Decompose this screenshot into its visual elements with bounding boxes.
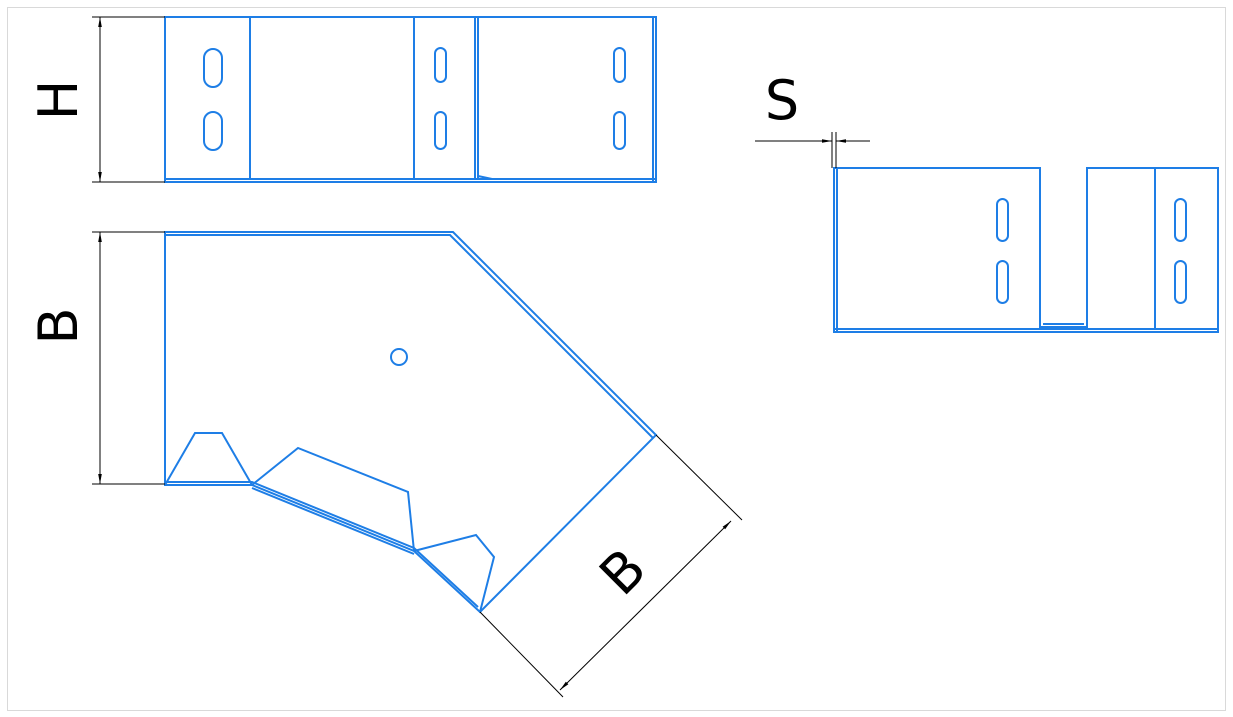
- end-view: [833, 167, 1219, 333]
- mounting-slot: [996, 198, 1009, 242]
- side-view: [164, 16, 657, 183]
- plan-view-tab: [251, 446, 415, 552]
- dimension-height: H: [27, 16, 165, 183]
- side-view-fold: [477, 175, 493, 180]
- mounting-slot: [434, 47, 447, 83]
- extension-line: [655, 434, 743, 521]
- mounting-slot: [613, 111, 626, 150]
- plan-view-outline: [164, 231, 658, 614]
- dimension-label-b-diagonal: B: [588, 537, 659, 608]
- mounting-slot: [613, 47, 626, 83]
- dimension-thickness: S: [755, 69, 870, 168]
- mounting-slot: [434, 111, 447, 150]
- dimension-width-diagonal: B: [479, 434, 743, 698]
- dimension-width: B: [27, 231, 165, 485]
- plan-view-flange-edge: [251, 487, 415, 555]
- plan-view-top-inner-edge: [165, 234, 654, 439]
- extension-line: [479, 611, 564, 698]
- center-hole: [390, 348, 408, 366]
- mounting-slot: [203, 111, 223, 151]
- side-view-outline: [164, 16, 657, 183]
- plan-view-tab: [413, 533, 496, 613]
- plan-view-flange-edge: [165, 481, 479, 608]
- dimension-line: [559, 520, 732, 691]
- end-view-outline: [833, 167, 1219, 333]
- plan-view: [164, 231, 658, 614]
- dimension-label-h: H: [27, 80, 90, 121]
- mounting-slot: [1174, 198, 1187, 242]
- plan-view-tab: [164, 432, 253, 486]
- mounting-slot: [1174, 260, 1187, 304]
- dimension-label-b: B: [27, 307, 90, 344]
- mounting-slot: [996, 260, 1009, 304]
- dimension-label-s: S: [765, 69, 799, 132]
- mounting-slot: [203, 48, 223, 88]
- drawing-frame: [7, 7, 1226, 711]
